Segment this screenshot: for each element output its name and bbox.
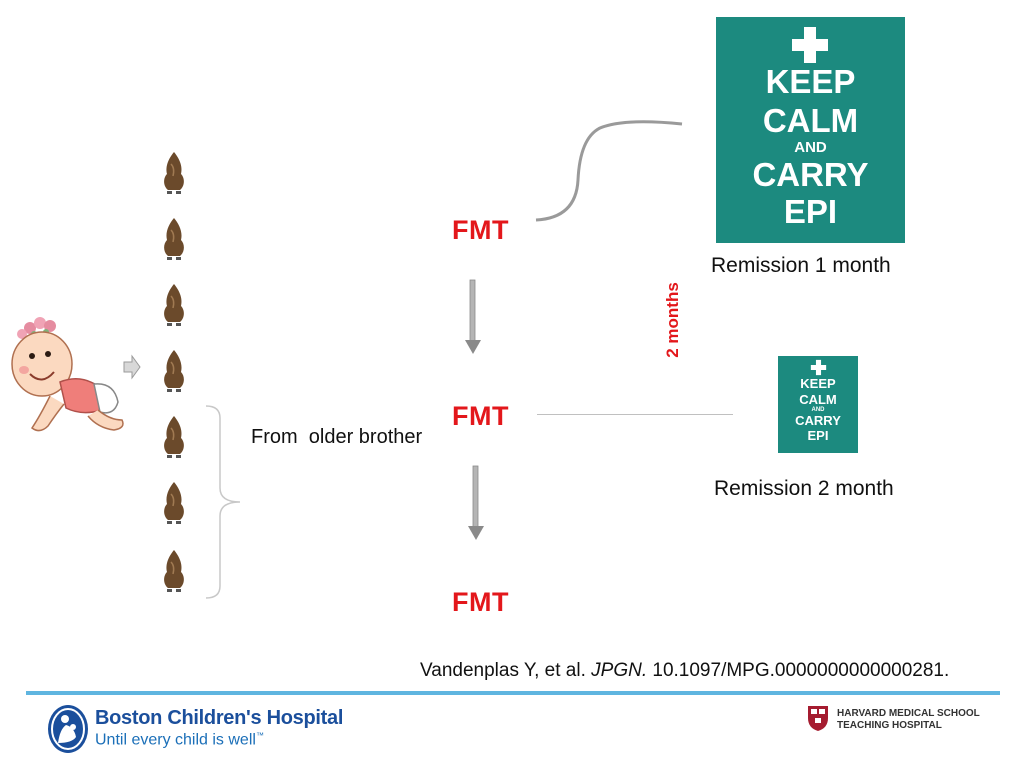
- poster-line-carry: CARRY: [752, 156, 869, 193]
- hospital-tagline-text: Until every child is well: [95, 731, 256, 749]
- curve-connector: [535, 120, 683, 222]
- poster-line-keep: KEEP: [765, 63, 856, 100]
- harvard-shield-icon: [808, 706, 828, 731]
- citation-authors: Vandenplas Y, et al.: [420, 660, 586, 681]
- stool-icon: [164, 350, 184, 392]
- stool-icon: [164, 218, 184, 260]
- partner-name: HARVARD MEDICAL SCHOOL TEACHING HOSPITAL: [837, 708, 980, 732]
- partner-line-2: TEACHING HOSPITAL: [837, 720, 942, 731]
- poster-line-epi: EPI: [807, 428, 829, 443]
- citation-doi: 10.1097/MPG.0000000000000281.: [652, 660, 950, 681]
- remission-1-label: Remission 1 month: [711, 254, 891, 277]
- citation: Vandenplas Y, et al. JPGN. 10.1097/MPG.0…: [420, 660, 949, 682]
- poster-line-and: AND: [811, 407, 825, 413]
- interval-label-text: 2 months: [663, 282, 682, 358]
- fmt-label-3: FMT: [452, 587, 509, 617]
- down-arrow-icon: [468, 465, 484, 540]
- poster-line-and: AND: [794, 139, 827, 156]
- keep-calm-poster-large: KEEP CALM AND CARRY EPI: [716, 17, 905, 243]
- grouping-bracket: [205, 405, 241, 599]
- interval-label: 2 months: [658, 270, 688, 370]
- citation-journal: JPGN.: [591, 660, 648, 681]
- line-connector: [537, 414, 733, 415]
- fmt-label-1: FMT: [452, 215, 509, 245]
- boston-childrens-logo-icon: [48, 705, 88, 753]
- crawling-baby-icon: [11, 317, 124, 432]
- stool-icon: [164, 550, 184, 592]
- cross-icon: [792, 27, 828, 63]
- keep-calm-poster-small: KEEP CALM AND CARRY EPI: [778, 356, 858, 453]
- hospital-tagline: Until every child is well™: [95, 731, 264, 749]
- donor-label: From older brother: [251, 426, 423, 448]
- remission-2-label: Remission 2 month: [714, 477, 894, 500]
- stool-icon: [164, 152, 184, 194]
- poster-line-epi: EPI: [783, 193, 838, 230]
- stool-icon: [164, 284, 184, 326]
- footer-rule: [26, 691, 1000, 695]
- trademark-mark: ™: [255, 731, 264, 740]
- poster-line-carry: CARRY: [795, 413, 841, 428]
- poster-line-calm: CALM: [799, 392, 837, 407]
- partner-line-1: HARVARD MEDICAL SCHOOL: [837, 708, 980, 719]
- poster-line-keep: KEEP: [800, 376, 836, 391]
- stool-icon: [164, 482, 184, 524]
- right-arrow-icon: [123, 354, 141, 380]
- poster-line-calm: CALM: [762, 102, 859, 139]
- down-arrow-icon: [465, 279, 481, 354]
- stool-icon: [164, 416, 184, 458]
- hospital-name: Boston Children's Hospital: [95, 707, 344, 729]
- fmt-label-2: FMT: [452, 401, 509, 431]
- cross-icon: [810, 359, 827, 376]
